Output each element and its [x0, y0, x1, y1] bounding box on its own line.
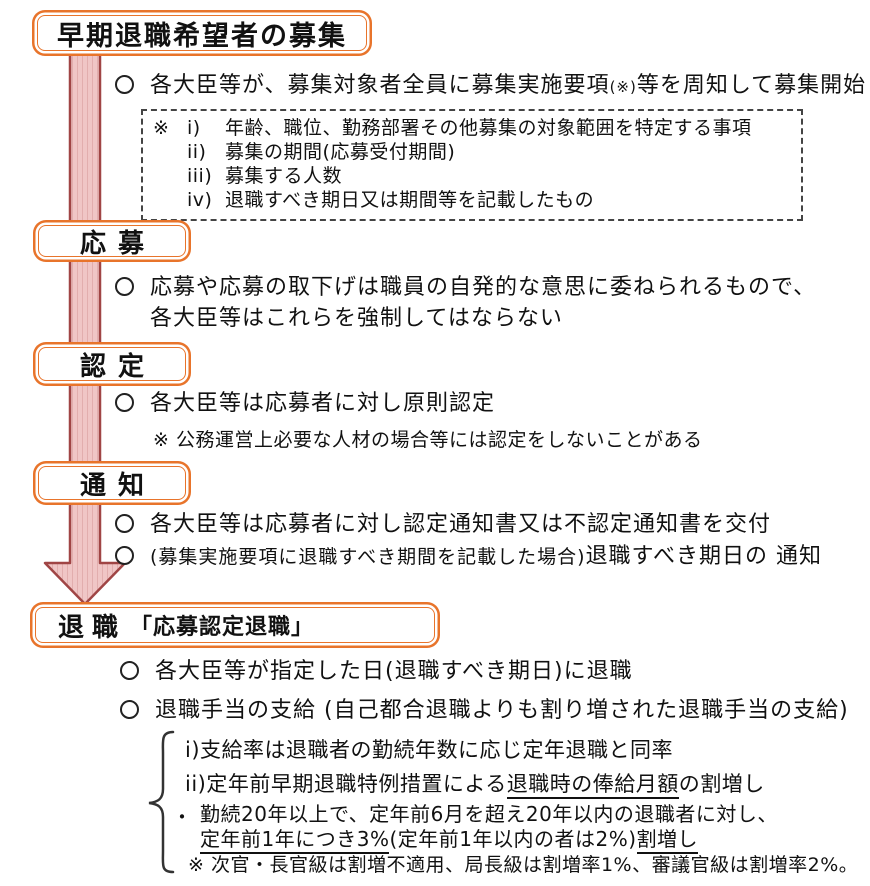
circle-bullet-icon [115, 393, 134, 412]
stage-title-recruit: 早期退職希望者の募集 [57, 20, 347, 52]
stage-subtitle-taishoku: 「応募認定退職」 [130, 615, 315, 640]
note-item-text: 年齢、職位、勤務部署その他募集の対象範囲を特定する事項 [225, 117, 752, 139]
note-item-text: 退職すべき期日又は期間等を記載したもの [225, 189, 595, 211]
note-item-num: ii) [187, 141, 207, 163]
circle-bullet-icon [120, 661, 139, 680]
detail-note-text: ※ 次官・長官級は割増不適用、局長級は割増率1%、審議官級は割増率2%。 [188, 854, 859, 876]
left-brace-icon [148, 730, 175, 874]
dot-bullet-icon: ・ [172, 805, 192, 829]
underlined-text: 割増し [636, 827, 699, 854]
note-items: ※ i) 年齢、職位、勤務部署その他募集の対象範囲を特定する事項 ii) 募集の… [153, 117, 791, 212]
detail-note-row: ※ 次官・長官級は割増不適用、局長級は割増率1%、審議官級は割増率2%。 [188, 853, 858, 877]
taishoku-bullet2-row: 退職手当の支給 (自己都合退職よりも割り増された退職手当の支給) [120, 695, 849, 726]
note-item-num: iii) [187, 165, 213, 187]
circle-bullet-icon [115, 75, 134, 94]
apply-bullet-text: 応募や応募の取下げは職員の自発的な意思に委ねられるもので、各大臣等はこれらを強制… [150, 275, 817, 331]
circle-bullet-icon [115, 277, 134, 296]
note-item-text: 募集する人数 [225, 165, 343, 187]
circle-bullet-icon [120, 700, 139, 719]
stage-title-taishoku: 退職 [58, 612, 127, 643]
stage-title-nintei: 認定 [79, 351, 156, 382]
nintei-bullet-row: 各大臣等は応募者に対し原則認定 [115, 388, 495, 419]
note-item-num: iv) [187, 189, 213, 211]
underlined-text: 定年前1年につき3% [200, 827, 390, 854]
underlined-text: 退職時の俸給月額 [506, 772, 679, 799]
stage-title-apply: 応募 [79, 228, 156, 259]
taishoku-bullet2-text: 退職手当の支給 (自己都合退職よりも割り増された退職手当の支給) [155, 698, 849, 723]
circle-bullet-icon [115, 514, 134, 533]
detail-line-i: i)支給率は退職者の勤続年数に応じ定年退職と同率 [185, 738, 674, 762]
stage-box-tsuchi: 通知 [38, 466, 186, 501]
note-item-text: 募集の期間(応募受付期間) [225, 141, 456, 163]
tsuchi-bullet2-text: (募集実施要項に退職すべき期間を記載した場合)退職すべき期日の 通知 [150, 544, 822, 569]
note-item-num: i) [187, 117, 201, 139]
stage-box-nintei: 認定 [38, 347, 186, 382]
note-marker: ※ [153, 117, 170, 139]
detail-dot-line2: 定年前1年につき3%(定年前1年以内の者は2%)割増し [200, 826, 699, 854]
tsuchi-bullet1-row: 各大臣等は応募者に対し認定通知書又は不認定通知書を交付 [115, 509, 771, 540]
detail-dot-line1: ・ 勤続20年以上で、定年前6月を超え20年以内の退職者に対し、 [172, 802, 778, 829]
nintei-bullet-text: 各大臣等は応募者に対し原則認定 [150, 391, 496, 416]
circle-bullet-icon [115, 546, 134, 565]
detail-line-ii: ii)定年前早期退職特例措置による退職時の俸給月額の割増し [185, 770, 765, 799]
tsuchi-bullet1-text: 各大臣等は応募者に対し認定通知書又は不認定通知書を交付 [150, 512, 772, 537]
nintei-note-text: ※ 公務運営上必要な人材の場合等には認定をしないことがある [153, 429, 703, 451]
stage-box-apply: 応募 [38, 225, 186, 259]
taishoku-bullet1-row: 各大臣等が指定した日(退職すべき期日)に退職 [120, 656, 633, 687]
note-box: ※ i) 年齢、職位、勤務部署その他募集の対象範囲を特定する事項 ii) 募集の… [141, 109, 803, 221]
stage-box-taishoku: 退職 「応募認定退職」 [35, 607, 435, 643]
stage-box-recruit: 早期退職希望者の募集 [37, 15, 367, 52]
apply-bullet-row: 応募や応募の取下げは職員の自発的な意思に委ねられるもので、各大臣等はこれらを強制… [115, 272, 816, 334]
recruit-bullet-text: 各大臣等が、募集対象者全員に募集実施要項(※)等を周知して募集開始 [150, 73, 867, 98]
taishoku-bullet1-text: 各大臣等が指定した日(退職すべき期日)に退職 [155, 659, 633, 684]
down-arrow-icon [43, 27, 127, 606]
nintei-note-row: ※ 公務運営上必要な人材の場合等には認定をしないことがある [153, 428, 702, 452]
tsuchi-bullet2-row: (募集実施要項に退職すべき期間を記載した場合)退職すべき期日の 通知 [115, 541, 822, 573]
recruit-bullet-row: 各大臣等が、募集対象者全員に募集実施要項(※)等を周知して募集開始 [115, 70, 866, 103]
stage-title-tsuchi: 通知 [79, 470, 156, 501]
